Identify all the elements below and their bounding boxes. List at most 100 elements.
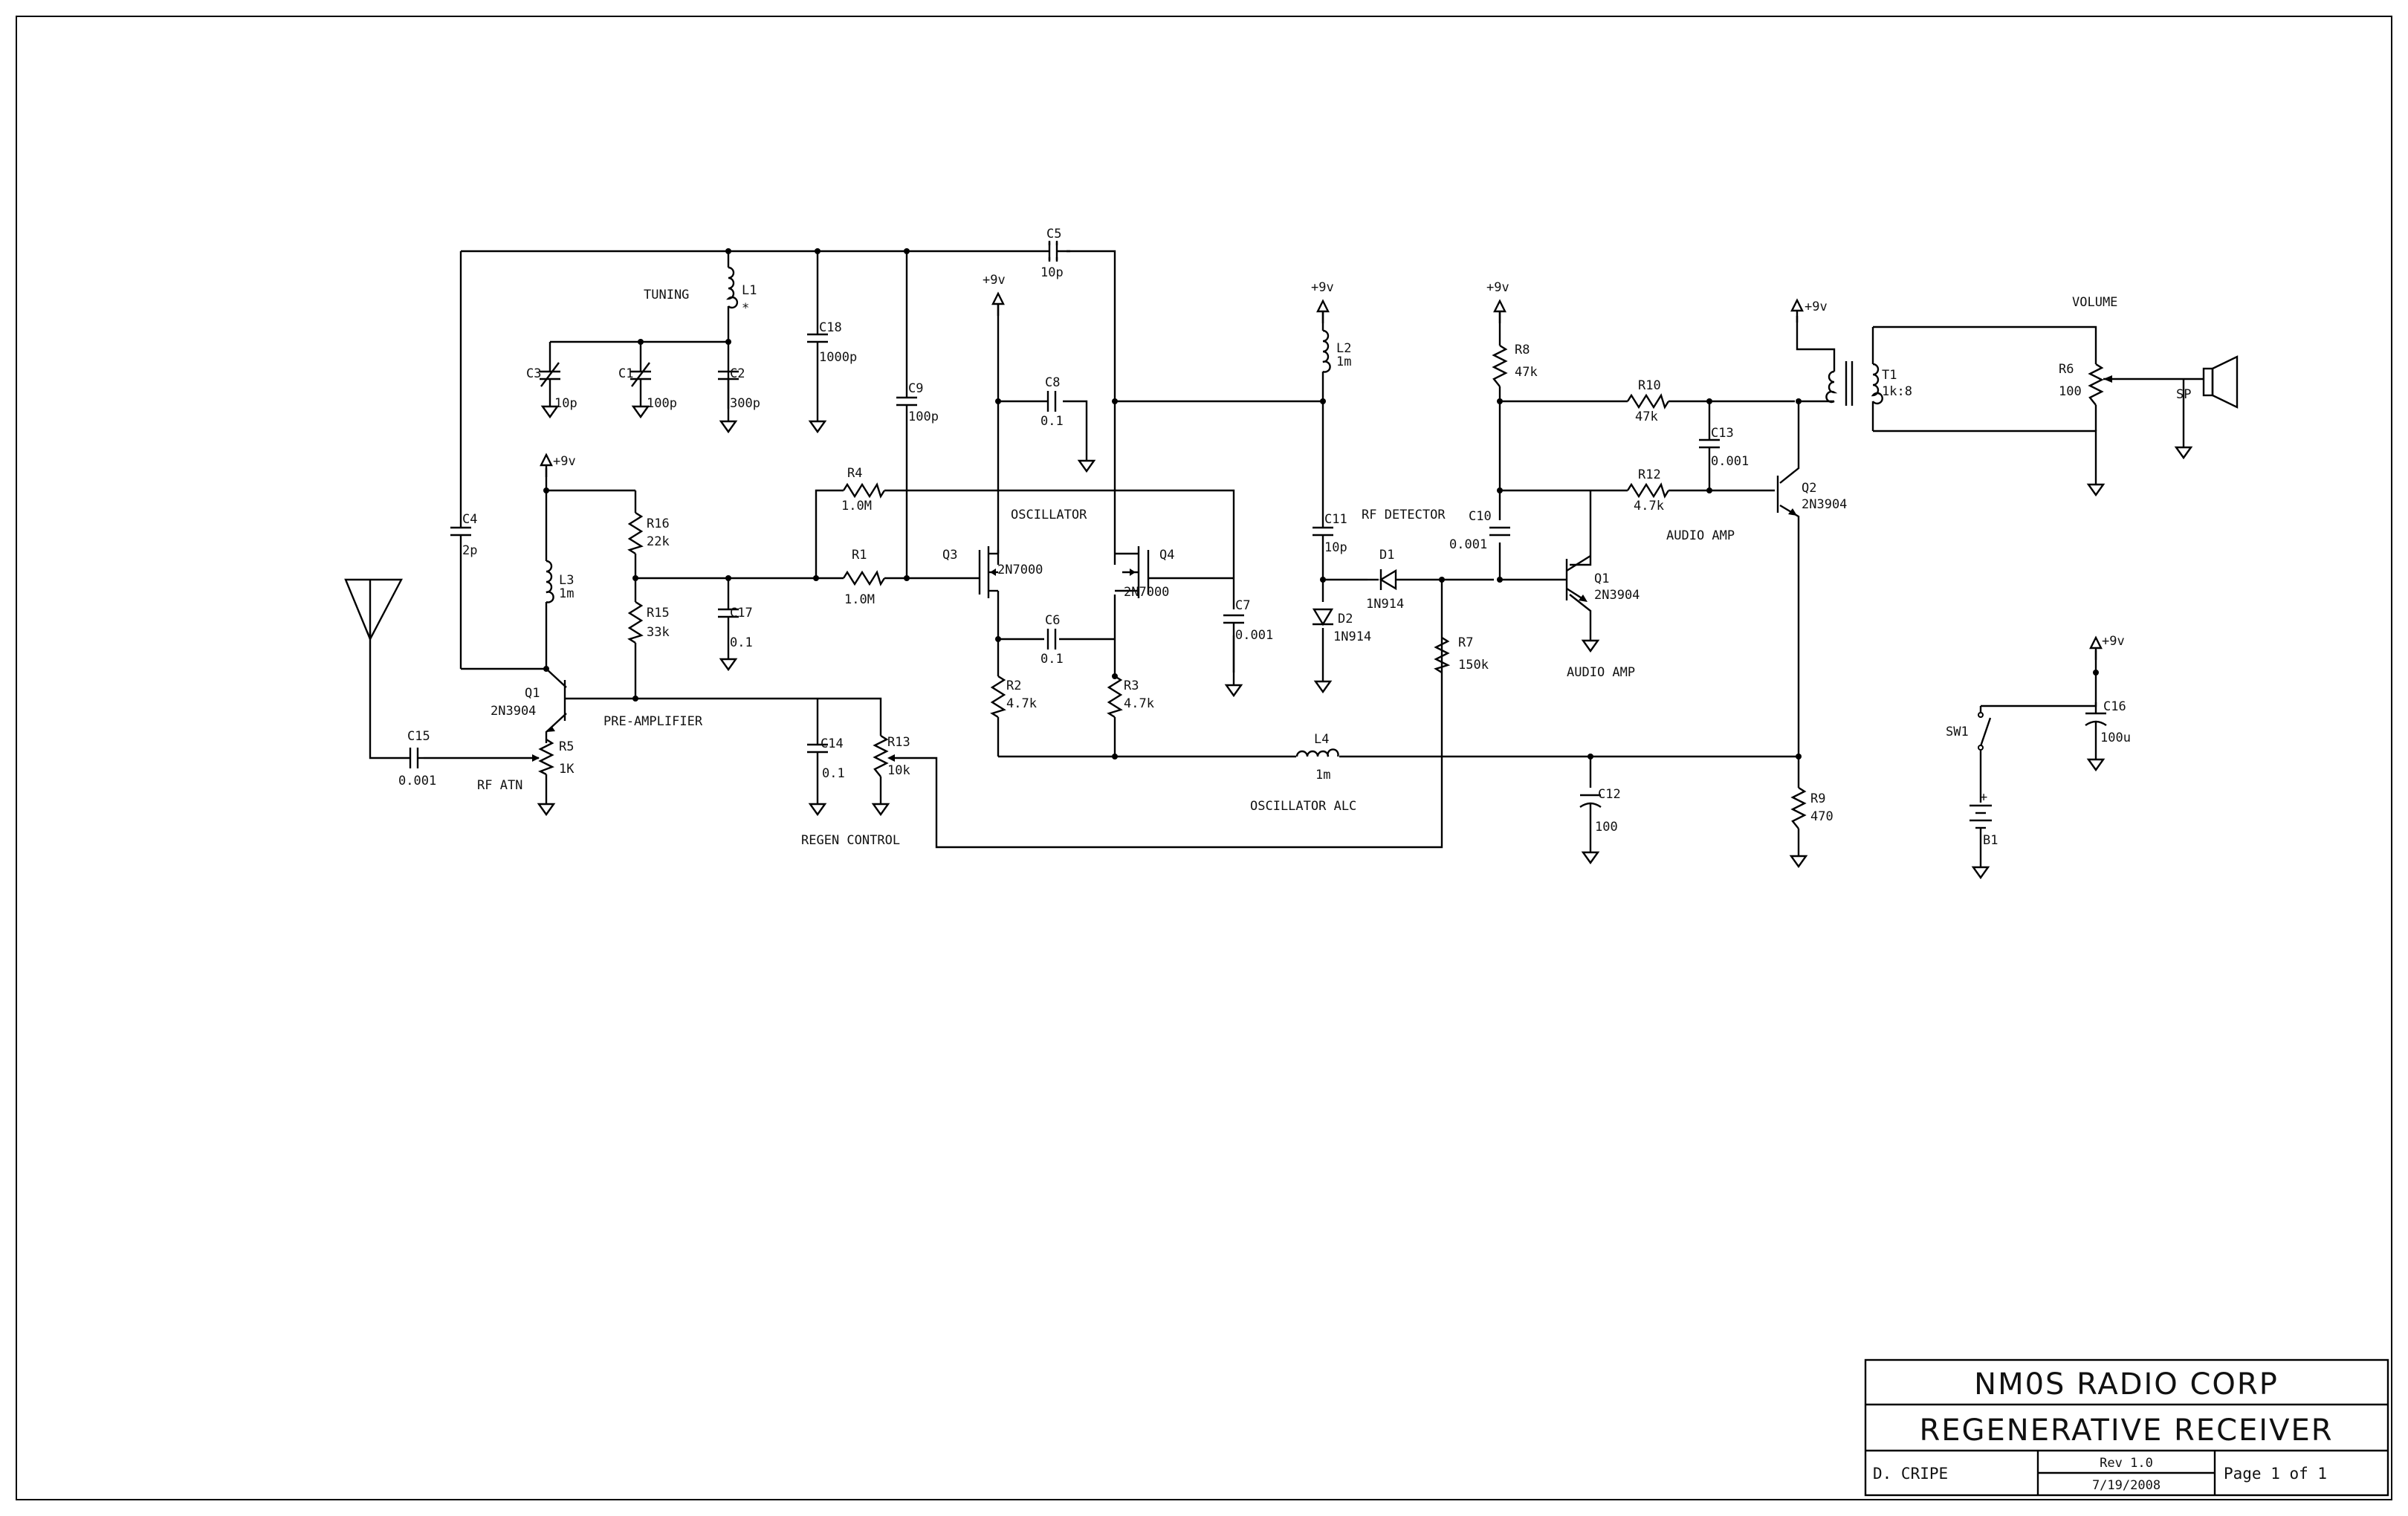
t1-value: 1k:8 — [1882, 384, 1912, 399]
c4-value: 2p — [462, 543, 477, 558]
transistor-q1-audio: Q1 2N3904 — [1552, 554, 1640, 652]
capacitor-c18: C18 1000p — [807, 320, 857, 433]
c8-ref: C8 — [1045, 375, 1060, 390]
r2-value: 4.7k — [1006, 696, 1037, 711]
c15-ref: C15 — [407, 729, 430, 744]
label-rf-atn: RF ATN — [477, 778, 522, 793]
q1b-value: 2N3904 — [1594, 588, 1640, 603]
capacitor-c17: C17 0.1 — [718, 606, 753, 671]
speaker-icon: SP — [2175, 355, 2239, 459]
supply-detector: +9v — [1311, 280, 1334, 325]
c7-value: 0.001 — [1235, 628, 1273, 643]
q1a-value: 2N3904 — [491, 704, 536, 719]
author: D. CRIPE — [1873, 1465, 1948, 1483]
r1-ref: R1 — [852, 548, 867, 563]
inductor-l2: L2 1m — [1322, 329, 1351, 373]
r6-value: 100 — [2059, 384, 2082, 399]
transistor-q1-preamp: Q1 2N3904 — [491, 686, 555, 732]
c14-ref: C14 — [821, 736, 844, 751]
capacitor-c2: C2 300p — [718, 366, 760, 433]
inductor-l1: L1 * — [726, 266, 757, 316]
r5-value: 1K — [559, 762, 575, 777]
l1-ref: L1 — [742, 283, 757, 298]
resistor-r12: R12 4.7k — [1626, 467, 1670, 514]
q1a-ref: Q1 — [525, 686, 540, 701]
c14-value: 0.1 — [822, 766, 845, 781]
c3-value: 10p — [554, 396, 577, 411]
r8-value: 47k — [1515, 365, 1538, 380]
d1-value: 1N914 — [1366, 597, 1404, 612]
c11-value: 10p — [1324, 540, 1347, 555]
c16-ref: C16 — [2103, 699, 2126, 714]
sp-ref: SP — [2176, 387, 2191, 402]
l2-ref: L2 — [1336, 341, 1351, 356]
c11-ref: C11 — [1324, 512, 1347, 527]
t1-ref: T1 — [1882, 368, 1897, 383]
c15-value: 0.001 — [398, 774, 436, 788]
r7-ref: R7 — [1458, 635, 1473, 650]
c12-ref: C12 — [1598, 787, 1621, 802]
c9-value: 100p — [908, 409, 939, 424]
switch-sw1: SW1 — [1946, 712, 1992, 751]
capacitor-c10: C10 0.001 — [1449, 509, 1510, 552]
label-audio-amp-1: AUDIO AMP — [1567, 665, 1635, 680]
label-oscillator: OSCILLATOR — [1011, 508, 1087, 522]
r12-value: 4.7k — [1634, 499, 1664, 514]
r13-value: 10k — [887, 763, 910, 778]
b1-plus-symbol: + — [1980, 790, 1987, 805]
r8-ref: R8 — [1515, 343, 1530, 357]
resistor-r9: R9 470 — [1790, 786, 1833, 868]
supply-osc-label: +9v — [983, 273, 1006, 288]
junction-dots — [543, 248, 2099, 759]
r3-ref: R3 — [1124, 678, 1139, 693]
label-audio-amp-2: AUDIO AMP — [1666, 528, 1735, 543]
r9-value: 470 — [1810, 809, 1833, 824]
supply-preamp: +9v — [540, 453, 576, 479]
r16-value: 22k — [647, 534, 670, 549]
resistor-r15: R15 33k — [627, 600, 670, 644]
l1-value: * — [742, 301, 749, 316]
c10-ref: C10 — [1469, 509, 1492, 524]
r7-value: 150k — [1458, 658, 1489, 673]
resistor-r10: R10 47k — [1626, 378, 1670, 424]
d1-ref: D1 — [1379, 548, 1394, 563]
capacitor-c1: C1 100p — [618, 362, 677, 418]
inductor-l4: L4 1m — [1295, 732, 1339, 783]
capacitor-c12: C12 100 — [1579, 787, 1621, 864]
potentiometer-r13: R13 10k — [872, 734, 910, 816]
c6-value: 0.1 — [1040, 652, 1064, 667]
r3-value: 4.7k — [1124, 696, 1154, 711]
l4-ref: L4 — [1314, 732, 1329, 747]
capacitor-c15: C15 0.001 — [398, 729, 436, 788]
r9-ref: R9 — [1810, 791, 1825, 806]
q2-ref: Q2 — [1802, 481, 1816, 496]
c1-value: 100p — [647, 396, 677, 411]
capacitor-c7: C7 0.001 — [1223, 598, 1273, 697]
resistor-r16: R16 22k — [627, 511, 670, 555]
c9-ref: C9 — [908, 381, 923, 396]
c2-value: 300p — [730, 396, 760, 411]
resistor-r2: R2 4.7k — [990, 675, 1037, 719]
supply-audio1: +9v — [1486, 280, 1509, 325]
label-oscillator-alc: OSCILLATOR ALC — [1250, 799, 1356, 814]
r4-ref: R4 — [847, 466, 862, 481]
resistor-r4: R4 1.0M — [841, 466, 886, 514]
transformer-t1: +9v T1 1k:8 — [1790, 299, 1912, 406]
supply-power-label: +9v — [2102, 634, 2125, 649]
wires — [369, 250, 2204, 849]
c1-ref: C1 — [618, 366, 633, 381]
capacitor-c8: C8 0.1 — [1040, 375, 1095, 473]
resistor-r1: R1 1.0M — [842, 548, 886, 607]
label-volume: VOLUME — [2072, 295, 2117, 310]
c18-value: 1000p — [819, 350, 857, 365]
r13-ref: R13 — [887, 735, 910, 750]
c18-ref: C18 — [819, 320, 842, 335]
c12-value: 100 — [1595, 820, 1618, 835]
capacitor-c14: C14 0.1 — [807, 736, 845, 816]
potentiometer-r6: R6 100 — [2059, 362, 2112, 496]
supply-power: +9v — [2089, 634, 2125, 661]
mosfet-q3: Q3 2N7000 — [942, 546, 1043, 598]
supply-audio1-label: +9v — [1486, 280, 1509, 295]
inductor-l3: L3 1m — [546, 560, 574, 603]
